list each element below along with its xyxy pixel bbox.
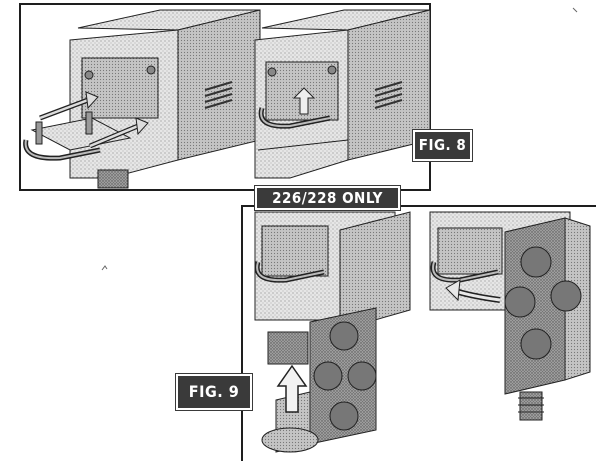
fig9-left-unit: [254, 211, 411, 365]
fig8-label: FIG. 8: [412, 129, 473, 162]
rotate-arrow-icon: [445, 279, 501, 303]
insert-arrow-icon: [39, 91, 149, 149]
fig9-carousel-left: [261, 307, 377, 453]
push-up-arrow-icon: [276, 364, 308, 413]
model-note-banner: 226/228 ONLY: [254, 185, 401, 211]
fig9-label: FIG. 9: [175, 373, 253, 411]
fig9-carousel-right: [504, 217, 591, 421]
stray-mark-2: [572, 7, 578, 13]
stray-mark: [101, 265, 108, 271]
lift-arrow-icon: [292, 87, 316, 115]
